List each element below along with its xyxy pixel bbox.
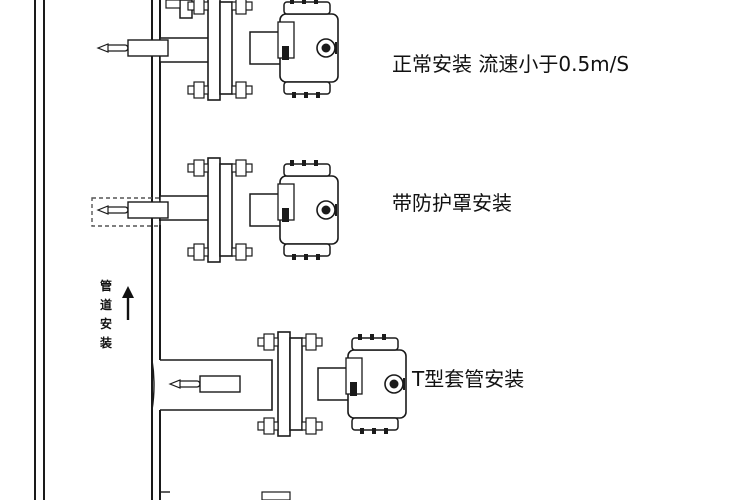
assembly-cover	[91, 157, 339, 263]
pipe-label-char: 道	[100, 297, 112, 312]
label-cover: 带防护罩安装	[392, 191, 512, 215]
label-normal: 正常安装 流速小于0.5m/S	[392, 52, 629, 76]
pipe-label-char: 管	[100, 278, 112, 293]
pipe-label: 管 道 安 装	[99, 278, 112, 350]
pipe-label-char: 装	[99, 335, 112, 350]
label-tee: T型套管安装	[411, 367, 524, 391]
vertical-pipe	[34, 0, 161, 500]
assembly-tee	[151, 331, 407, 437]
bottom-stub	[160, 491, 291, 501]
flow-up-arrow	[122, 286, 134, 320]
assembly-normal	[97, 0, 339, 101]
pipe-label-char: 安	[100, 316, 112, 331]
protective-cover	[91, 197, 161, 227]
